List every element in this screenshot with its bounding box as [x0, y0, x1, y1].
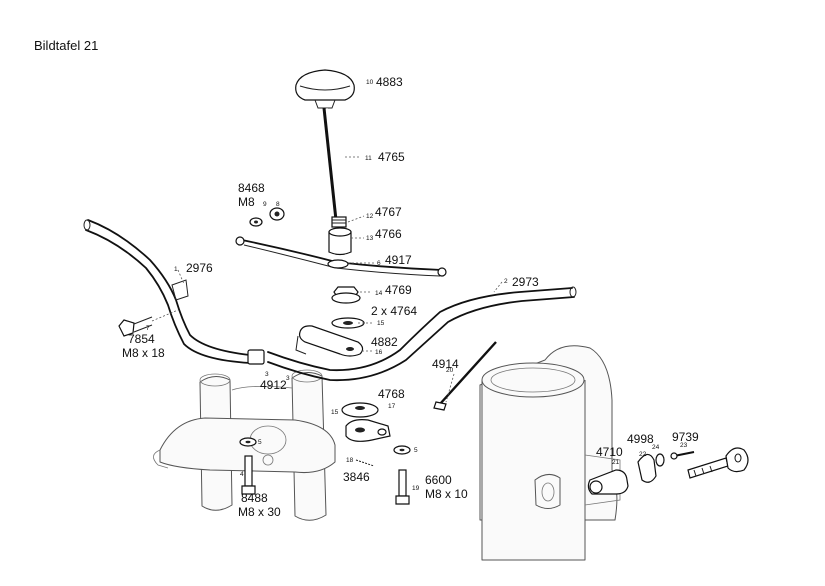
- key-icon: [687, 447, 749, 479]
- index-4883: 10: [366, 79, 374, 86]
- index-4764-b: 15: [331, 409, 339, 416]
- index-4768: 17: [388, 403, 396, 410]
- label-4767: 4767: [375, 205, 402, 219]
- label-4710: 4710: [596, 445, 623, 459]
- index-washer-6600: 5: [414, 447, 418, 454]
- label-4882: 4882: [371, 335, 398, 349]
- label-7854: 7854: [128, 332, 155, 346]
- index-6600: 19: [412, 485, 420, 492]
- label-4768: 4768: [378, 387, 405, 401]
- index-4912-b: 3: [286, 375, 290, 382]
- label-8488: 8488: [241, 491, 268, 505]
- label-4766: 4766: [375, 227, 402, 241]
- label-8488-spec: M8 x 30: [238, 505, 281, 519]
- bolt-7854: [118, 309, 179, 337]
- index-4765: 11: [365, 155, 372, 162]
- bolt-8488: [239, 437, 257, 495]
- index-4764: 15: [377, 320, 385, 327]
- index-4998: 22: [639, 451, 647, 458]
- label-6600: 6600: [425, 473, 452, 487]
- index-4912-a: 3: [265, 371, 269, 378]
- bolt-6600: [393, 445, 411, 505]
- index-8: 8: [276, 201, 280, 208]
- index-4767: 12: [366, 213, 374, 220]
- sleeve-4766: [328, 227, 352, 256]
- label-8468-spec: M8: [238, 195, 255, 209]
- lock-4710: [587, 469, 629, 495]
- index-7854: 7: [146, 325, 150, 332]
- washer-4764: [331, 317, 365, 329]
- damper-plate-4768: [341, 402, 391, 442]
- index-8468: 9: [263, 201, 267, 208]
- index-4914: 20: [446, 367, 454, 374]
- rod-4914: [433, 341, 497, 411]
- damper-strap-4917: [235, 236, 447, 277]
- damper-knob-4883: [295, 69, 355, 109]
- index-8488: 4: [240, 471, 244, 478]
- label-2973: 2973: [512, 275, 539, 289]
- label-7854-spec: M8 x 18: [122, 346, 165, 360]
- index-24: 24: [652, 444, 660, 451]
- arm-4882: [295, 325, 364, 357]
- label-6600-spec: M8 x 10: [425, 487, 468, 501]
- index-2973: 2: [504, 278, 508, 285]
- pin-3846: [355, 459, 375, 467]
- label-4912: 4912: [260, 378, 287, 392]
- index-2976: 1: [174, 266, 178, 273]
- index-9739: 23: [680, 442, 688, 449]
- index-3846: 18: [346, 457, 354, 464]
- label-4769: 4769: [385, 283, 412, 297]
- label-9739: 9739: [672, 430, 699, 444]
- index-washer-8488: 5: [258, 439, 262, 446]
- index-4769: 14: [375, 290, 383, 297]
- label-2976: 2976: [186, 261, 213, 275]
- spring-4767: [331, 216, 347, 228]
- label-4765: 4765: [378, 150, 405, 164]
- handlebar-right-2973: [267, 286, 577, 382]
- nut-4769: [331, 286, 361, 304]
- label-4917: 4917: [385, 253, 412, 267]
- handlebar-left-2976: [83, 219, 265, 365]
- index-4766: 13: [366, 235, 374, 242]
- index-4710: 21: [612, 459, 620, 466]
- plate-title: Bildtafel 21: [34, 38, 99, 53]
- index-4917: 6: [377, 260, 381, 267]
- label-4883: 4883: [376, 75, 403, 89]
- label-4914: 4914: [432, 357, 459, 371]
- plate-4998: [637, 453, 665, 483]
- damper-rod-4765: [322, 107, 340, 221]
- label-8468: 8468: [238, 181, 265, 195]
- pin-9739: [670, 451, 695, 460]
- label-4998: 4998: [627, 432, 654, 446]
- label-3846: 3846: [343, 470, 370, 484]
- index-4882: 16: [375, 349, 383, 356]
- nut-washer-8468: [249, 207, 285, 227]
- label-4764: 2 x 4764: [371, 304, 417, 318]
- ghost-frame-head: [479, 345, 621, 561]
